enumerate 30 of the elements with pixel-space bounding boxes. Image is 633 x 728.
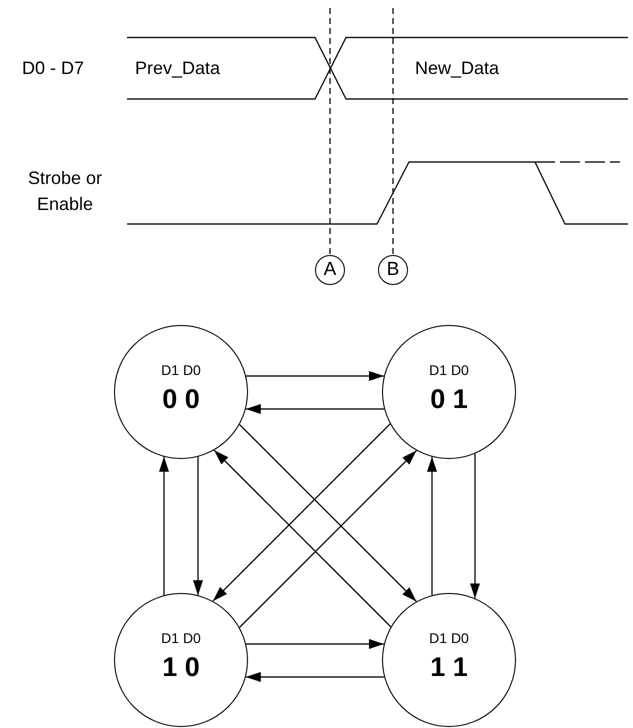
state-value: 0 1	[430, 384, 468, 415]
marker-circle	[315, 255, 345, 285]
transition-arrow	[246, 371, 384, 381]
time-marker-line	[329, 8, 331, 255]
state-value: 1 1	[430, 652, 468, 683]
transition-arrow	[159, 456, 169, 596]
state-bits-header: D1 D0	[161, 363, 201, 379]
state-bits-header: D1 D0	[429, 363, 469, 379]
marker-letter: A	[324, 260, 336, 280]
signal-label: Strobe or Enable	[26, 167, 104, 216]
transition-arrow	[246, 404, 384, 414]
signal-label: D0 - D7	[22, 57, 84, 80]
state-bits-header: D1 D0	[161, 631, 201, 647]
signal-label: New_Data	[415, 57, 500, 80]
signal-label: Prev_Data	[135, 57, 220, 80]
transition-arrow	[212, 423, 391, 602]
transition-arrow	[239, 424, 417, 602]
state-bits-header: D1 D0	[429, 631, 469, 647]
marker-circle	[378, 255, 408, 285]
transition-arrow	[246, 672, 384, 682]
transition-arrow	[246, 639, 384, 649]
time-marker-line	[392, 8, 394, 255]
transition-arrow	[214, 450, 392, 628]
transition-arrow	[193, 456, 203, 596]
transition-arrow	[239, 450, 417, 628]
state-value: 0 0	[162, 384, 200, 415]
transition-arrow	[470, 454, 480, 598]
state-value: 1 0	[162, 652, 200, 683]
transition-arrow	[427, 456, 437, 596]
marker-letter: B	[386, 260, 400, 280]
